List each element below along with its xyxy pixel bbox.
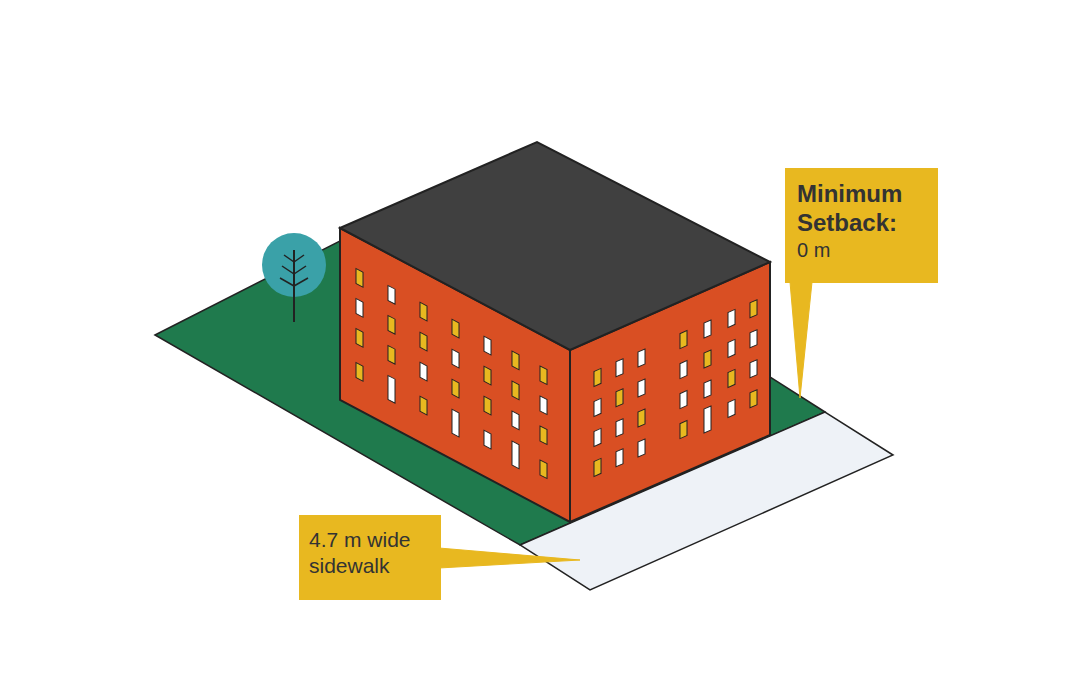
window xyxy=(420,332,427,351)
window xyxy=(540,460,547,479)
window xyxy=(750,360,757,378)
window xyxy=(356,328,363,347)
window xyxy=(728,399,735,417)
window xyxy=(638,349,645,367)
window xyxy=(420,362,427,381)
window xyxy=(540,396,547,415)
window xyxy=(704,380,711,398)
window xyxy=(750,330,757,348)
window xyxy=(594,458,601,476)
window xyxy=(540,366,547,385)
window xyxy=(704,320,711,338)
window xyxy=(512,351,519,370)
door xyxy=(388,375,395,403)
window xyxy=(484,366,491,385)
window xyxy=(680,331,687,349)
callout-box: Minimum Setback:0 m xyxy=(785,168,938,283)
window xyxy=(484,336,491,355)
window xyxy=(638,409,645,427)
window xyxy=(594,368,601,386)
window xyxy=(484,430,491,449)
callout-value: 0 m xyxy=(797,238,926,262)
door xyxy=(452,409,459,437)
window xyxy=(750,390,757,408)
window xyxy=(356,362,363,381)
window xyxy=(388,345,395,364)
window xyxy=(594,398,601,416)
window xyxy=(616,419,623,437)
window xyxy=(728,309,735,327)
door xyxy=(512,441,519,469)
window xyxy=(616,389,623,407)
tree xyxy=(262,233,326,322)
window xyxy=(452,379,459,398)
door xyxy=(704,406,711,433)
callout-box: 4.7 m wide sidewalk xyxy=(299,515,441,600)
callout-heading: Minimum Setback: xyxy=(797,180,926,238)
window xyxy=(750,300,757,318)
window xyxy=(638,379,645,397)
window xyxy=(452,319,459,338)
right-windows xyxy=(594,300,757,482)
window xyxy=(512,381,519,400)
window xyxy=(420,302,427,321)
window xyxy=(512,411,519,430)
window xyxy=(452,349,459,368)
window xyxy=(540,426,547,445)
window xyxy=(484,396,491,415)
window xyxy=(616,449,623,467)
window xyxy=(638,439,645,457)
window xyxy=(388,285,395,304)
window xyxy=(680,421,687,439)
callout-text: 4.7 m wide sidewalk xyxy=(309,527,431,580)
window xyxy=(388,315,395,334)
window xyxy=(728,369,735,387)
left-windows xyxy=(356,268,547,483)
window xyxy=(728,339,735,357)
window xyxy=(704,350,711,368)
window xyxy=(594,428,601,446)
roof xyxy=(340,142,770,350)
window xyxy=(680,361,687,379)
window xyxy=(356,268,363,287)
callout-pointer xyxy=(790,282,812,398)
callout-pointer xyxy=(439,548,580,568)
window xyxy=(356,298,363,317)
window xyxy=(420,396,427,415)
window xyxy=(680,391,687,409)
window xyxy=(616,359,623,377)
